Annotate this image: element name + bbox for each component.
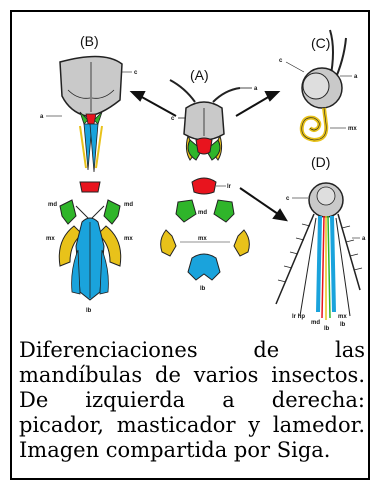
svg-text:mx: mx	[338, 314, 347, 320]
svg-text:md: md	[124, 202, 133, 208]
panel-c-head: a c mx	[279, 29, 358, 143]
panel-label-c: (C)	[311, 35, 330, 51]
svg-text:lr: lr	[227, 184, 232, 190]
svg-text:c: c	[134, 70, 138, 76]
svg-text:md: md	[48, 202, 57, 208]
panel-b-exploded-parts: md md mx mx lb	[46, 181, 133, 314]
svg-text:c: c	[279, 58, 283, 64]
svg-text:md: md	[198, 210, 207, 216]
figure-caption: Diferenciaciones de las mandíbulas de va…	[19, 338, 365, 462]
panel-d-head: c a lr hp md lb mx lb	[275, 182, 366, 332]
svg-text:lr hp: lr hp	[292, 314, 305, 320]
panel-label-a: (A)	[190, 67, 209, 83]
panel-label-d: (D)	[311, 154, 330, 170]
svg-text:mx: mx	[46, 236, 55, 242]
arrows	[129, 91, 288, 222]
svg-text:lb: lb	[200, 286, 206, 292]
svg-text:mx: mx	[348, 126, 357, 132]
svg-text:a: a	[254, 86, 258, 92]
panel-a-exploded-parts: lr md mx lb	[160, 177, 250, 292]
svg-text:c: c	[286, 196, 290, 202]
panel-b-head: c a	[40, 55, 138, 173]
svg-text:c: c	[171, 116, 175, 122]
svg-text:lb: lb	[86, 308, 92, 314]
svg-text:mx: mx	[198, 236, 207, 242]
svg-text:a: a	[362, 236, 366, 242]
svg-text:mx: mx	[124, 236, 133, 242]
svg-text:lb: lb	[340, 322, 346, 328]
svg-text:a: a	[354, 74, 358, 80]
svg-text:md: md	[311, 320, 320, 326]
panel-a-head: a c	[169, 79, 258, 161]
svg-text:lb: lb	[324, 326, 330, 332]
panel-label-b: (B)	[80, 33, 99, 49]
svg-text:a: a	[40, 114, 44, 120]
